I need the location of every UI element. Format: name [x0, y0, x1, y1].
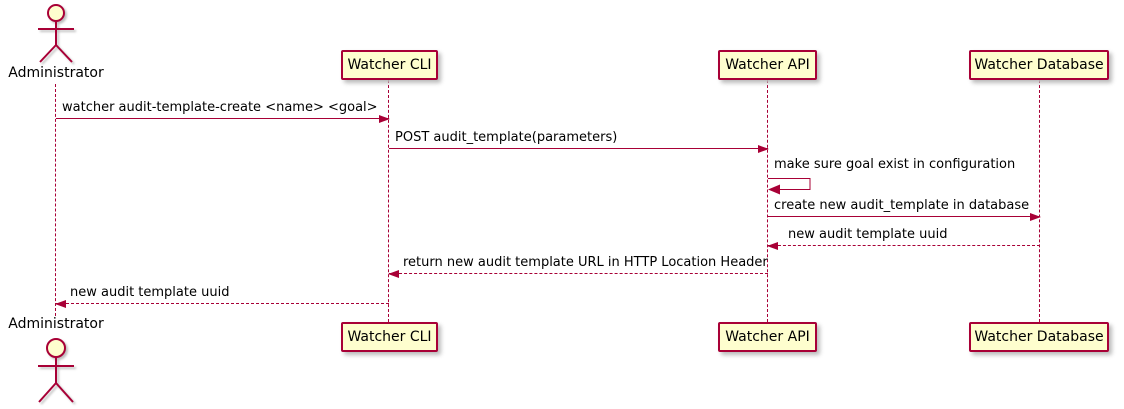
message-uuid-from-database: new audit template uuid — [767, 227, 1040, 250]
participant-watcher-api-bottom: Watcher API — [718, 322, 817, 352]
self-arrow-icon — [768, 178, 811, 195]
participant-label: Watcher CLI — [347, 57, 432, 73]
actor-administrator-top: Administrator — [0, 3, 112, 82]
participant-label: Watcher CLI — [347, 329, 432, 345]
message-post-audit-template: POST audit_template(parameters) — [389, 130, 769, 153]
message-arrow — [388, 270, 768, 278]
actor-icon — [38, 4, 74, 63]
message-uuid-to-administrator: new audit template uuid — [55, 285, 389, 308]
arrowhead-right-icon — [758, 145, 769, 153]
message-label: new audit template uuid — [70, 285, 230, 300]
lifeline-watcher-cli — [388, 80, 389, 322]
participant-watcher-cli-bottom: Watcher CLI — [341, 322, 438, 352]
message-arrow — [55, 300, 389, 308]
arrowhead-left-icon — [55, 300, 66, 308]
message-label: new audit template uuid — [788, 227, 948, 242]
actor-icon — [38, 338, 74, 403]
message-arrow — [389, 145, 769, 153]
lifeline-administrator — [55, 84, 56, 316]
lifeline-watcher-database — [1039, 80, 1040, 322]
participant-watcher-database-bottom: Watcher Database — [969, 322, 1109, 352]
message-return-location-header: return new audit template URL in HTTP Lo… — [388, 255, 768, 278]
participant-watcher-database-top: Watcher Database — [969, 50, 1109, 80]
participant-label: Watcher Database — [974, 57, 1104, 73]
message-arrow — [768, 213, 1041, 221]
participant-label: Watcher API — [725, 57, 810, 73]
actor-administrator-bottom: Administrator — [0, 316, 112, 408]
arrowhead-right-icon — [379, 115, 390, 123]
message-arrow — [56, 115, 390, 123]
message-create-audit-template: watcher audit-template-create <name> <go… — [56, 100, 390, 123]
arrowhead-right-icon — [1030, 213, 1041, 221]
actor-label: Administrator — [8, 65, 104, 81]
actor-label: Administrator — [8, 316, 104, 332]
message-label: make sure goal exist in configuration — [774, 157, 1016, 172]
arrowhead-left-icon — [767, 242, 778, 250]
participant-label: Watcher Database — [974, 329, 1104, 345]
message-label: watcher audit-template-create <name> <go… — [62, 100, 378, 115]
message-arrow — [767, 242, 1040, 250]
message-check-goal-self: make sure goal exist in configuration — [768, 157, 1015, 195]
arrowhead-left-icon — [388, 270, 399, 278]
message-create-in-database: create new audit_template in database — [768, 198, 1041, 221]
message-label: create new audit_template in database — [774, 198, 1030, 213]
message-label: return new audit template URL in HTTP Lo… — [403, 255, 768, 270]
participant-watcher-api-top: Watcher API — [718, 50, 817, 80]
participant-watcher-cli-top: Watcher CLI — [341, 50, 438, 80]
lifeline-watcher-api — [767, 80, 768, 322]
message-label: POST audit_template(parameters) — [395, 130, 618, 145]
participant-label: Watcher API — [725, 329, 810, 345]
